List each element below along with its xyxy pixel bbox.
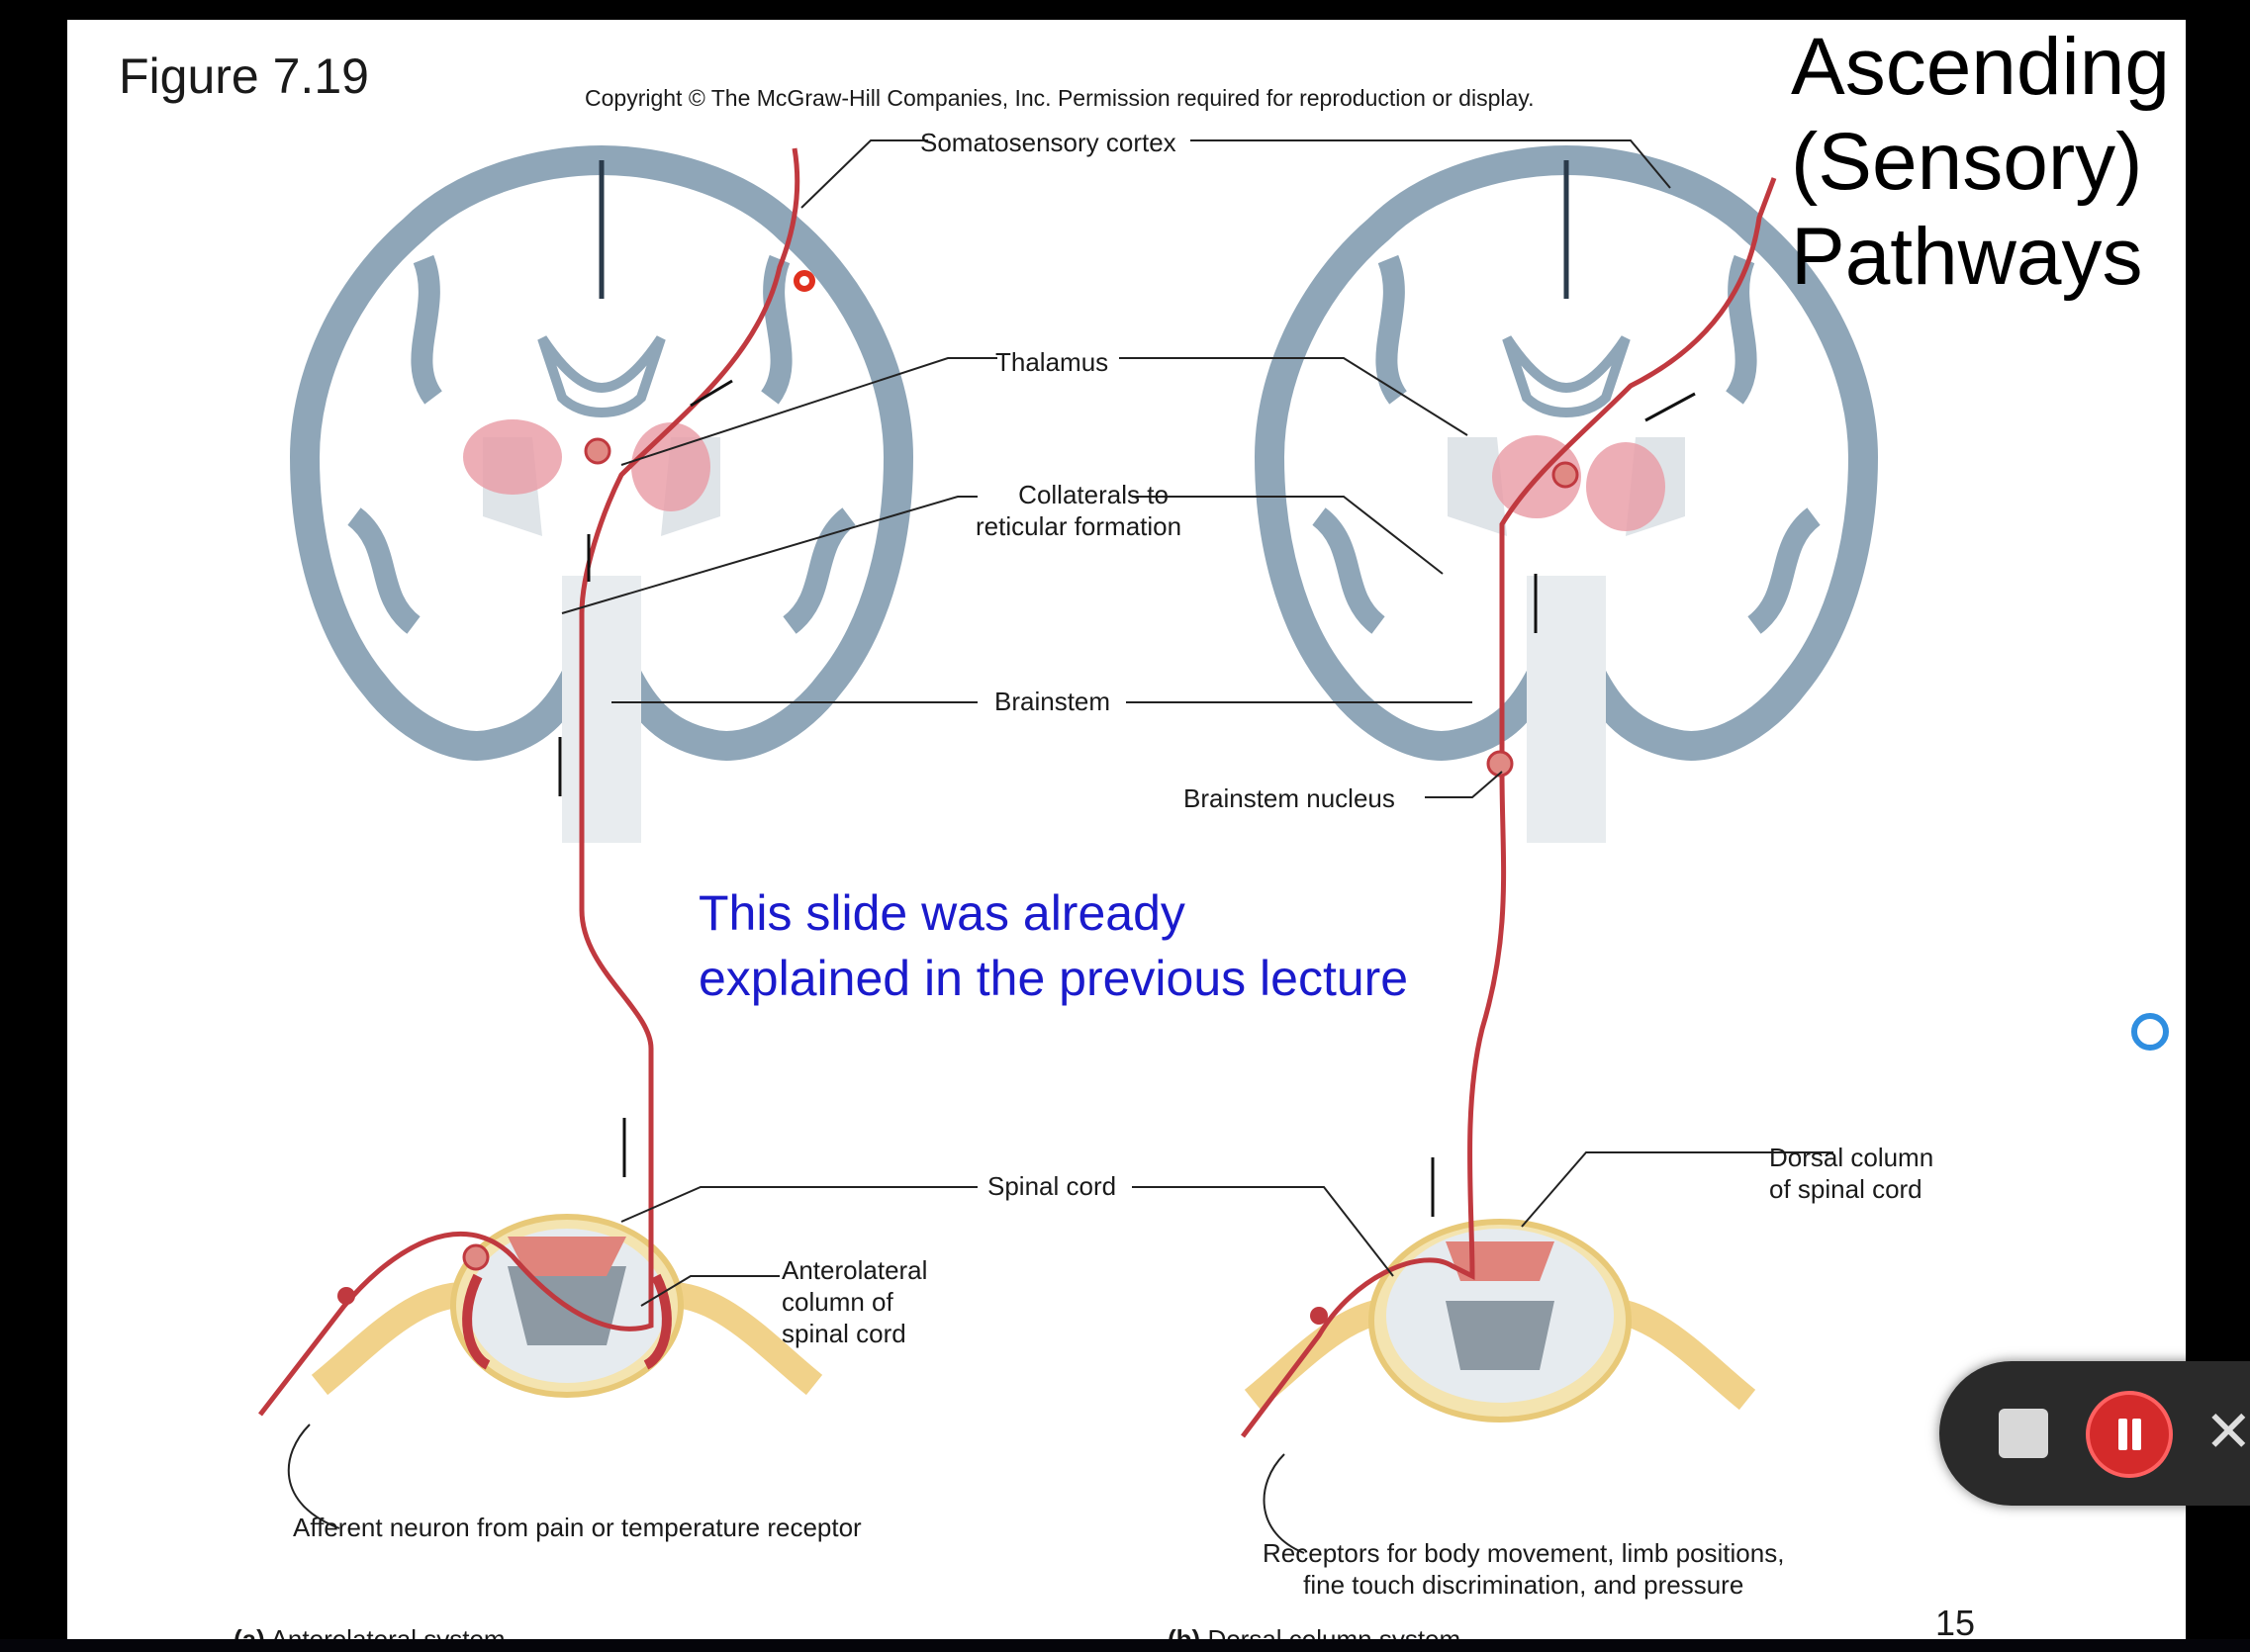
label-dorsal-column-line1: Dorsal column — [1769, 1143, 1934, 1172]
neuron-soma — [584, 437, 611, 465]
label-receptors-line1: Receptors for body movement, limb positi… — [1263, 1538, 1785, 1568]
label-collaterals-line1: Collaterals to — [1018, 480, 1169, 509]
label-anterolateral-line3: spinal cord — [782, 1319, 906, 1348]
pathway-b — [1241, 177, 1777, 1438]
bottom-strip — [0, 1639, 2250, 1652]
screen-recorder-toolbar: ✕ — [1939, 1361, 2250, 1506]
label-anterolateral-line2: column of — [782, 1287, 893, 1317]
direction-arrows — [558, 379, 1696, 1217]
label-dorsal-column-line2: of spinal cord — [1769, 1174, 1922, 1204]
neuron-soma — [1551, 461, 1579, 489]
copyright-notice: Copyright © The McGraw-Hill Companies, I… — [585, 85, 1535, 111]
caption-b: (b) Dorsal column system — [1168, 1624, 1460, 1639]
label-dorsal-column: Dorsal column of spinal cord — [1769, 1142, 1933, 1205]
label-brainstem: Brainstem — [994, 687, 1111, 716]
caption-a-prefix: (a) — [234, 1624, 265, 1639]
title-line: Ascending — [1791, 22, 2170, 112]
close-icon: ✕ — [2204, 1400, 2250, 1464]
pause-recording-button[interactable] — [2086, 1391, 2173, 1478]
lecture-note: This slide was already explained in the … — [699, 880, 1510, 1011]
note-line: explained in the previous lecture — [699, 951, 1409, 1006]
neuron-soma — [1310, 1307, 1328, 1325]
label-afferent-neuron: Afferent neuron from pain or temperature… — [293, 1513, 862, 1542]
neuron-soma — [462, 1243, 490, 1271]
label-anterolateral-column: Anterolateral column of spinal cord — [782, 1254, 927, 1349]
neuron-soma — [1486, 750, 1514, 778]
label-thalamus: Thalamus — [995, 347, 1109, 377]
close-recorder-button[interactable]: ✕ — [2204, 1403, 2250, 1462]
label-collaterals: Collaterals to reticular formation — [976, 479, 1181, 542]
note-line: This slide was already — [699, 885, 1185, 941]
loading-spinner-icon — [2131, 1013, 2169, 1051]
label-receptors: Receptors for body movement, limb positi… — [1263, 1537, 1784, 1601]
label-brainstem-nucleus: Brainstem nucleus — [1183, 783, 1395, 813]
figure-label: Figure 7.19 — [119, 48, 369, 104]
pathway-a — [258, 147, 800, 1417]
label-receptors-line2: fine touch discrimination, and pressure — [1303, 1570, 1744, 1600]
label-spinal-cord: Spinal cord — [987, 1171, 1117, 1201]
brain-section-right — [1269, 160, 1863, 843]
label-anterolateral-line1: Anterolateral — [782, 1255, 928, 1285]
label-collaterals-line2: reticular formation — [976, 511, 1182, 541]
page-number: 15 — [1935, 1603, 1976, 1639]
label-somatosensory-cortex: Somatosensory cortex — [920, 128, 1176, 157]
caption-a: (a) Anterolateral system — [234, 1624, 506, 1639]
neuron-soma — [337, 1287, 355, 1305]
caption-b-prefix: (b) — [1168, 1624, 1201, 1639]
spinal-cord-section-right — [1244, 1219, 1756, 1423]
slide-title: Ascending (Sensory) Pathways — [1791, 20, 2186, 305]
brain-section-left — [305, 160, 898, 843]
stop-recording-button[interactable] — [1999, 1409, 2048, 1458]
lecture-slide: Figure 7.19 Copyright © The McGraw-Hill … — [67, 20, 2186, 1639]
ascending-pathways-diagram — [258, 139, 2186, 1554]
cursor-dot — [794, 270, 815, 292]
caption-a-text: Anterolateral system — [270, 1624, 506, 1639]
title-line: (Sensory) — [1791, 117, 2143, 207]
leader-lines — [287, 139, 1833, 1554]
caption-b-text: Dorsal column system — [1207, 1624, 1461, 1639]
title-line: Pathways — [1791, 212, 2143, 302]
